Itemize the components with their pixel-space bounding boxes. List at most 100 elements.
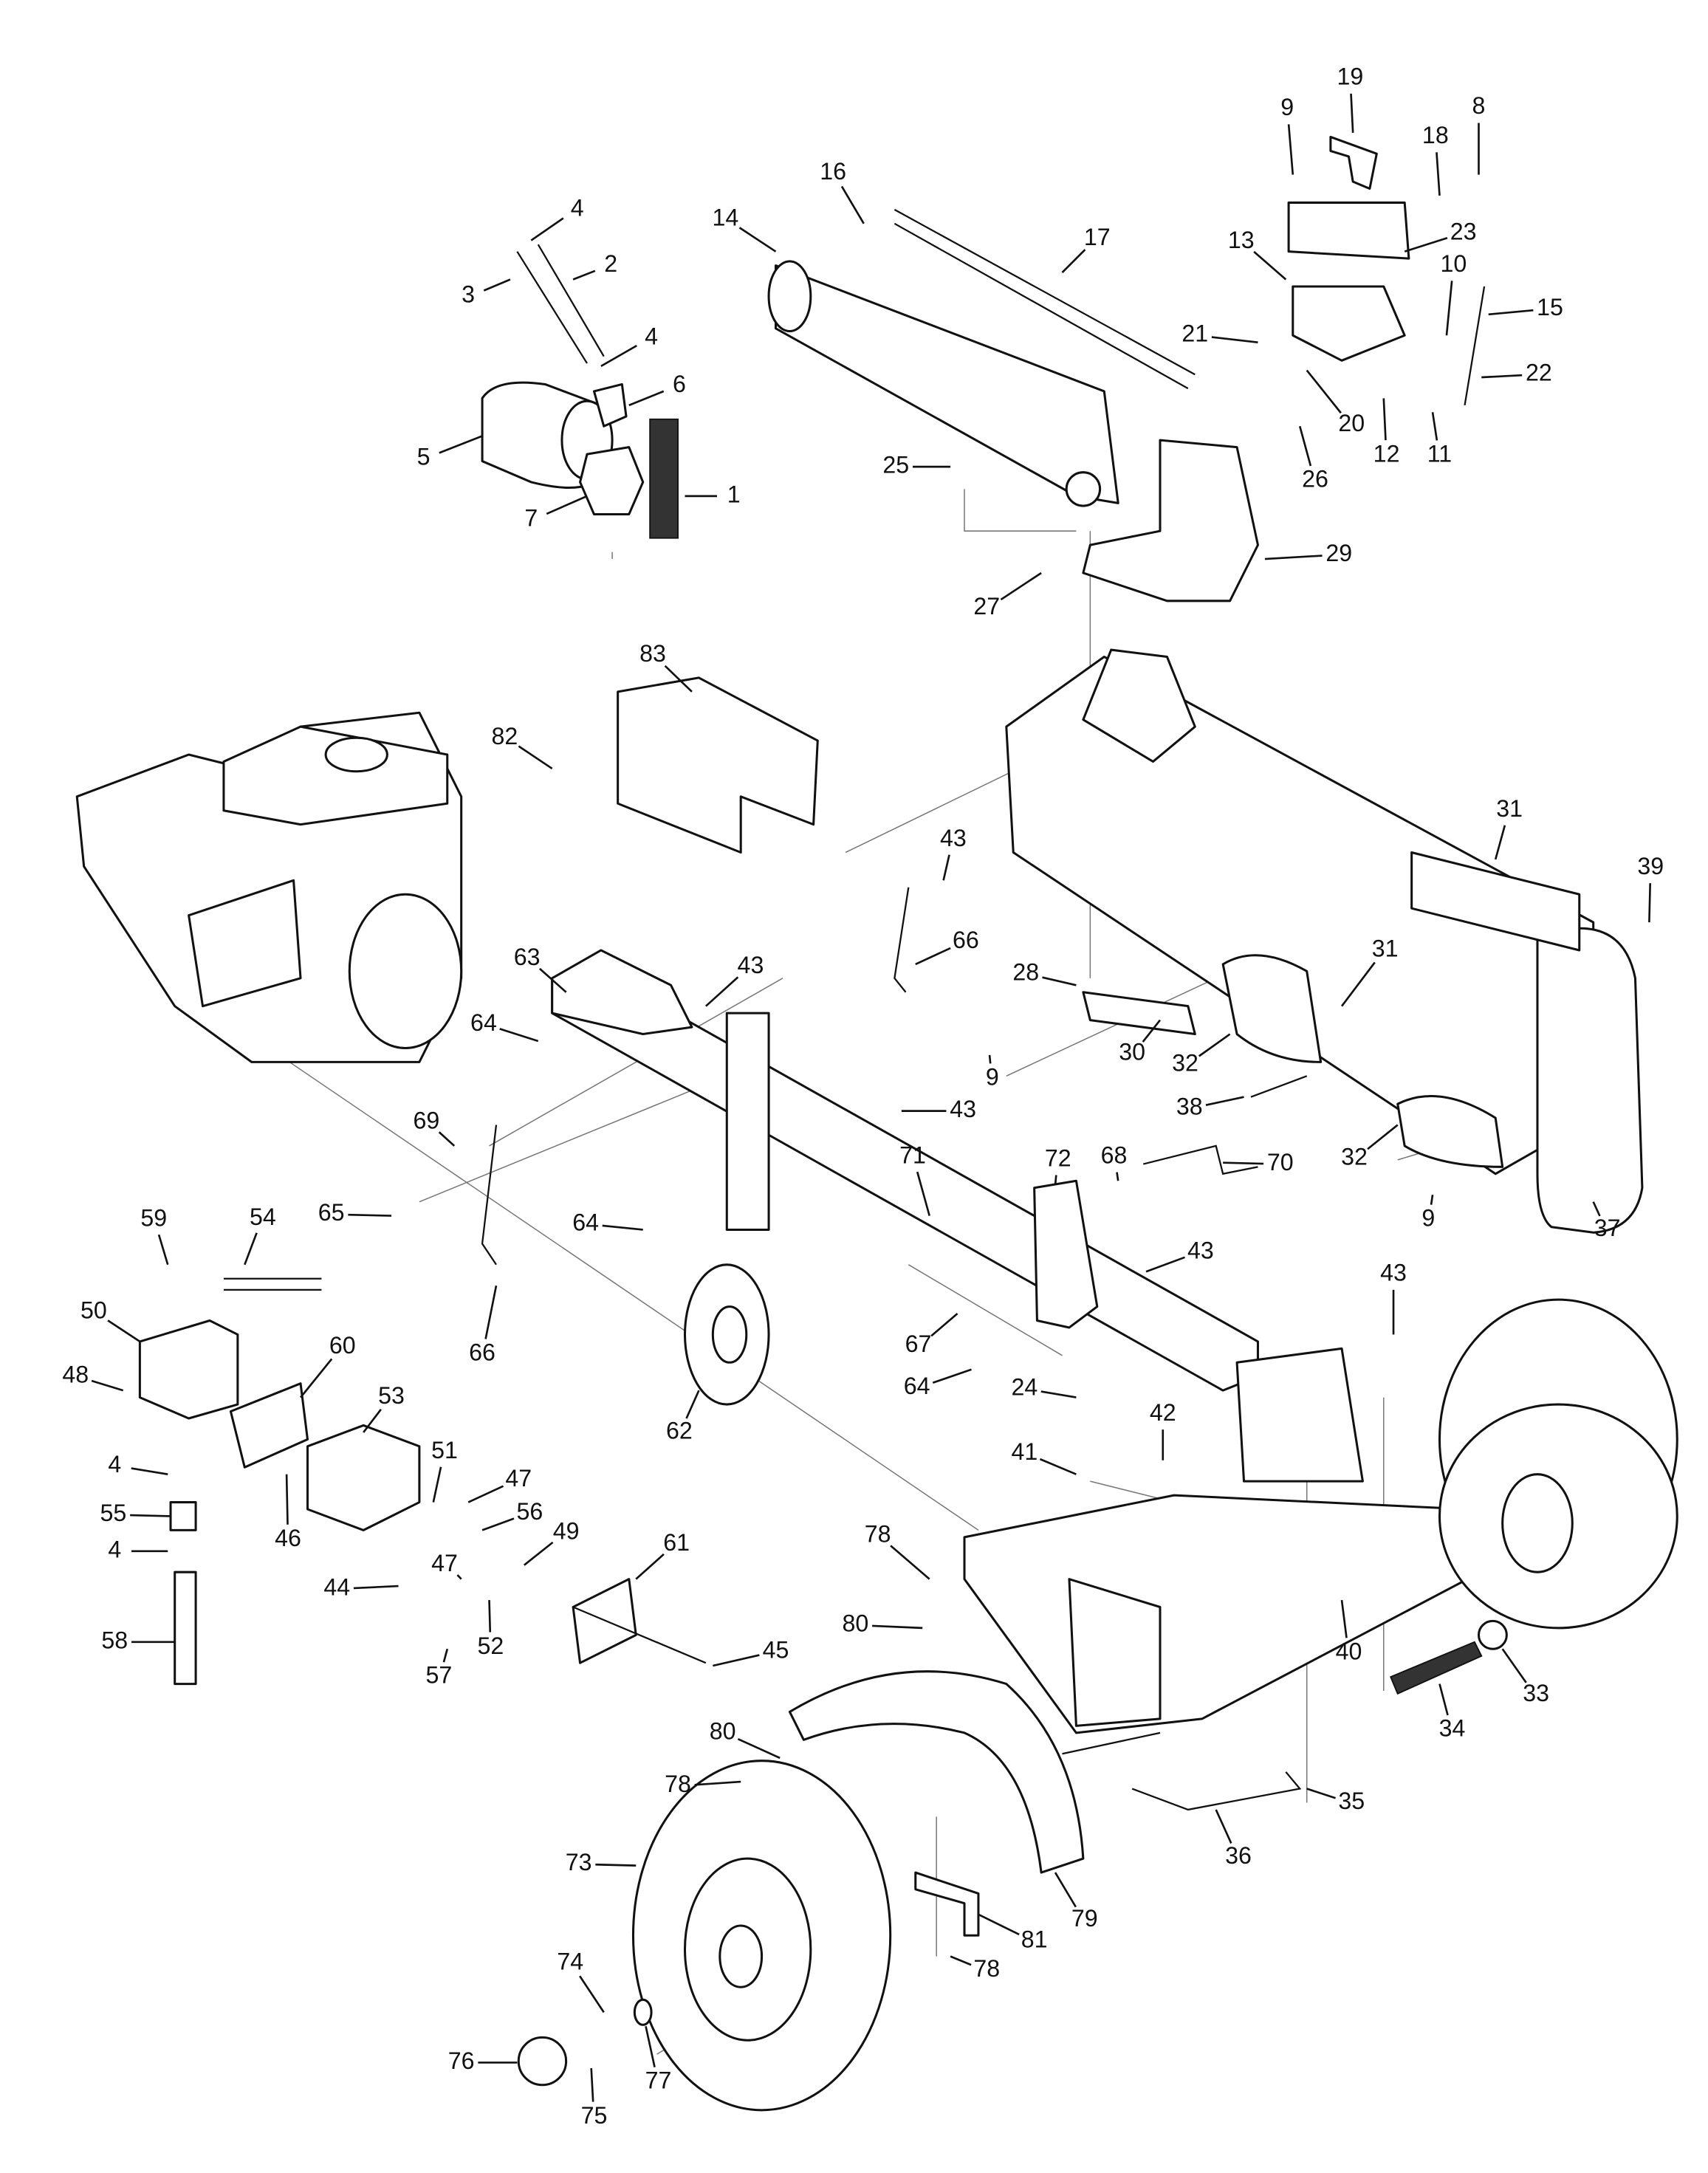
part-number: 57 [426,1662,453,1689]
part-number: 19 [1337,63,1363,89]
spring-1 [649,418,679,539]
cradle-32a [1221,954,1323,1063]
leader-line [1431,412,1438,441]
callout-1: 1 [685,481,741,507]
callout-43: 43 [704,952,764,1007]
part-number: 78 [665,1771,691,1797]
callout-54: 54 [244,1204,276,1266]
spring-34 [1390,1641,1483,1695]
coupler-63 [551,949,693,1036]
leader-line [872,1624,923,1630]
callout-62: 62 [666,1390,700,1443]
callout-45: 45 [713,1637,789,1667]
callout-2: 2 [572,250,617,281]
leader-line [1253,250,1287,281]
leader-line [530,217,564,241]
part-number: 48 [62,1362,89,1388]
engine-tank [222,725,449,826]
part-number: 64 [470,1009,497,1036]
part-number: 9 [1280,94,1294,120]
callout-24: 24 [1012,1374,1077,1401]
part-number: 82 [491,723,518,749]
bracket-72 [1033,1179,1099,1329]
part-number: 22 [1526,360,1552,386]
part-number: 77 [645,2067,672,2093]
callout-60: 60 [299,1332,356,1398]
part-number: 53 [378,1382,405,1409]
callout-10: 10 [1441,250,1467,336]
callout-78: 78 [950,1955,1000,1982]
callout-28: 28 [1012,959,1077,986]
callout-47: 47 [467,1465,532,1503]
callout-26: 26 [1298,425,1328,492]
part-number: 29 [1325,540,1352,566]
leader-line [439,435,483,454]
leader-line [518,745,553,770]
fitting-6 [592,382,628,428]
leader-line [942,854,950,881]
part-number: 76 [448,2047,475,2074]
leader-line [978,1913,1020,1936]
axle-plate [1068,1578,1162,1727]
part-number: 43 [1187,1237,1214,1263]
part-number: 32 [1341,1143,1368,1170]
handle-15 [1464,286,1486,406]
part-number: 13 [1228,227,1255,253]
part-number: 43 [1380,1260,1407,1286]
callout-64: 64 [904,1368,972,1399]
callout-34: 34 [1438,1683,1465,1742]
jack-wheel-hub [711,1305,748,1364]
leader-line [432,1466,442,1503]
callout-3: 3 [462,278,511,308]
callout-55: 55 [100,1500,171,1526]
tube-58 [174,1570,197,1686]
callout-12: 12 [1373,398,1399,467]
callout-43: 43 [901,1096,976,1122]
callout-41: 41 [1012,1438,1077,1475]
part-number: 35 [1338,1788,1365,1814]
jack-post [725,1012,770,1232]
callout-33: 33 [1501,1648,1549,1706]
part-number: 47 [505,1465,532,1491]
leader-line [916,1171,930,1216]
leader-line [1481,374,1523,379]
callout-11: 11 [1427,412,1452,467]
leader-line [1306,1788,1337,1799]
leader-line [1436,152,1441,196]
mount-30 [1082,991,1196,1036]
part-number: 79 [1071,1905,1098,1932]
engine-shroud [188,879,302,1008]
part-number: 78 [973,1955,1000,1982]
part-number: 3 [462,281,475,308]
part-number: 11 [1427,440,1452,467]
part-number: 70 [1267,1149,1294,1175]
leader-line [1494,825,1506,860]
hose-17 [894,208,1196,390]
leader-line [1592,1201,1601,1217]
part-number: 33 [1523,1680,1549,1706]
callout-82: 82 [491,723,553,770]
part-number: 80 [843,1610,869,1637]
leader-line [1054,1872,1077,1908]
leader-line [915,947,951,966]
part-number: 5 [417,443,431,470]
callout-81: 81 [978,1913,1048,1952]
axle-40 [963,1494,1469,1734]
leader-line [1061,249,1086,273]
callout-22: 22 [1481,360,1552,386]
callout-35: 35 [1306,1788,1365,1814]
callout-67: 67 [905,1313,958,1357]
callout-31: 31 [1340,935,1399,1007]
callout-73: 73 [566,1849,637,1875]
part-number: 80 [710,1717,736,1744]
leader-line [1340,1599,1348,1638]
part-number: 25 [882,452,909,478]
callout-48: 48 [62,1362,124,1392]
callout-51: 51 [431,1437,458,1503]
leader-line [91,1379,124,1392]
washer-77 [633,1998,653,2026]
leader-line [1054,1175,1057,1186]
part-number: 26 [1302,466,1328,492]
part-number: 14 [712,205,738,231]
callout-39: 39 [1637,853,1664,923]
